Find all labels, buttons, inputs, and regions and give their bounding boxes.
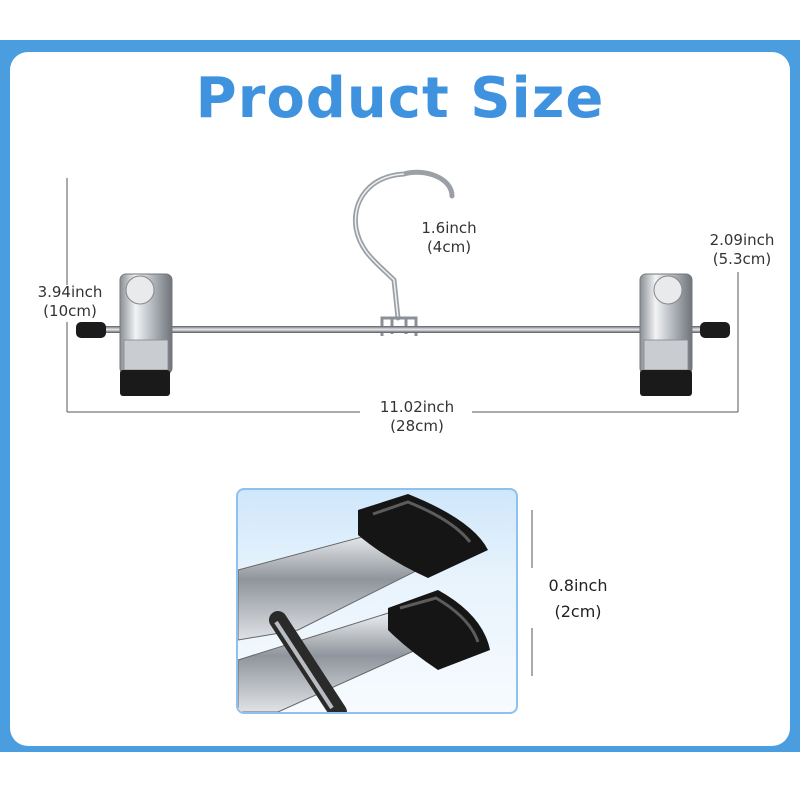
- hook-dimension-label: 1.6inch (4cm): [421, 219, 477, 256]
- height-dimension-label: 3.94inch (10cm): [37, 283, 103, 320]
- clip-closeup-drawing: [238, 494, 490, 712]
- right-end-cap: [700, 322, 730, 338]
- page-title: Product Size: [195, 66, 605, 131]
- right-clip: [639, 273, 693, 396]
- clip-height-dimension-label: 2.09inch (5.3cm): [709, 231, 775, 268]
- width-dimension-label: 11.02inch (28cm): [379, 398, 455, 435]
- clip-closeup-image: [236, 488, 518, 714]
- hanger-rod: [96, 326, 712, 333]
- clip-opening-dimension-label: 0.8inch (2cm): [548, 576, 608, 621]
- left-clip: [119, 273, 173, 396]
- dimension-lines: [66, 178, 739, 676]
- left-end-cap: [76, 322, 106, 338]
